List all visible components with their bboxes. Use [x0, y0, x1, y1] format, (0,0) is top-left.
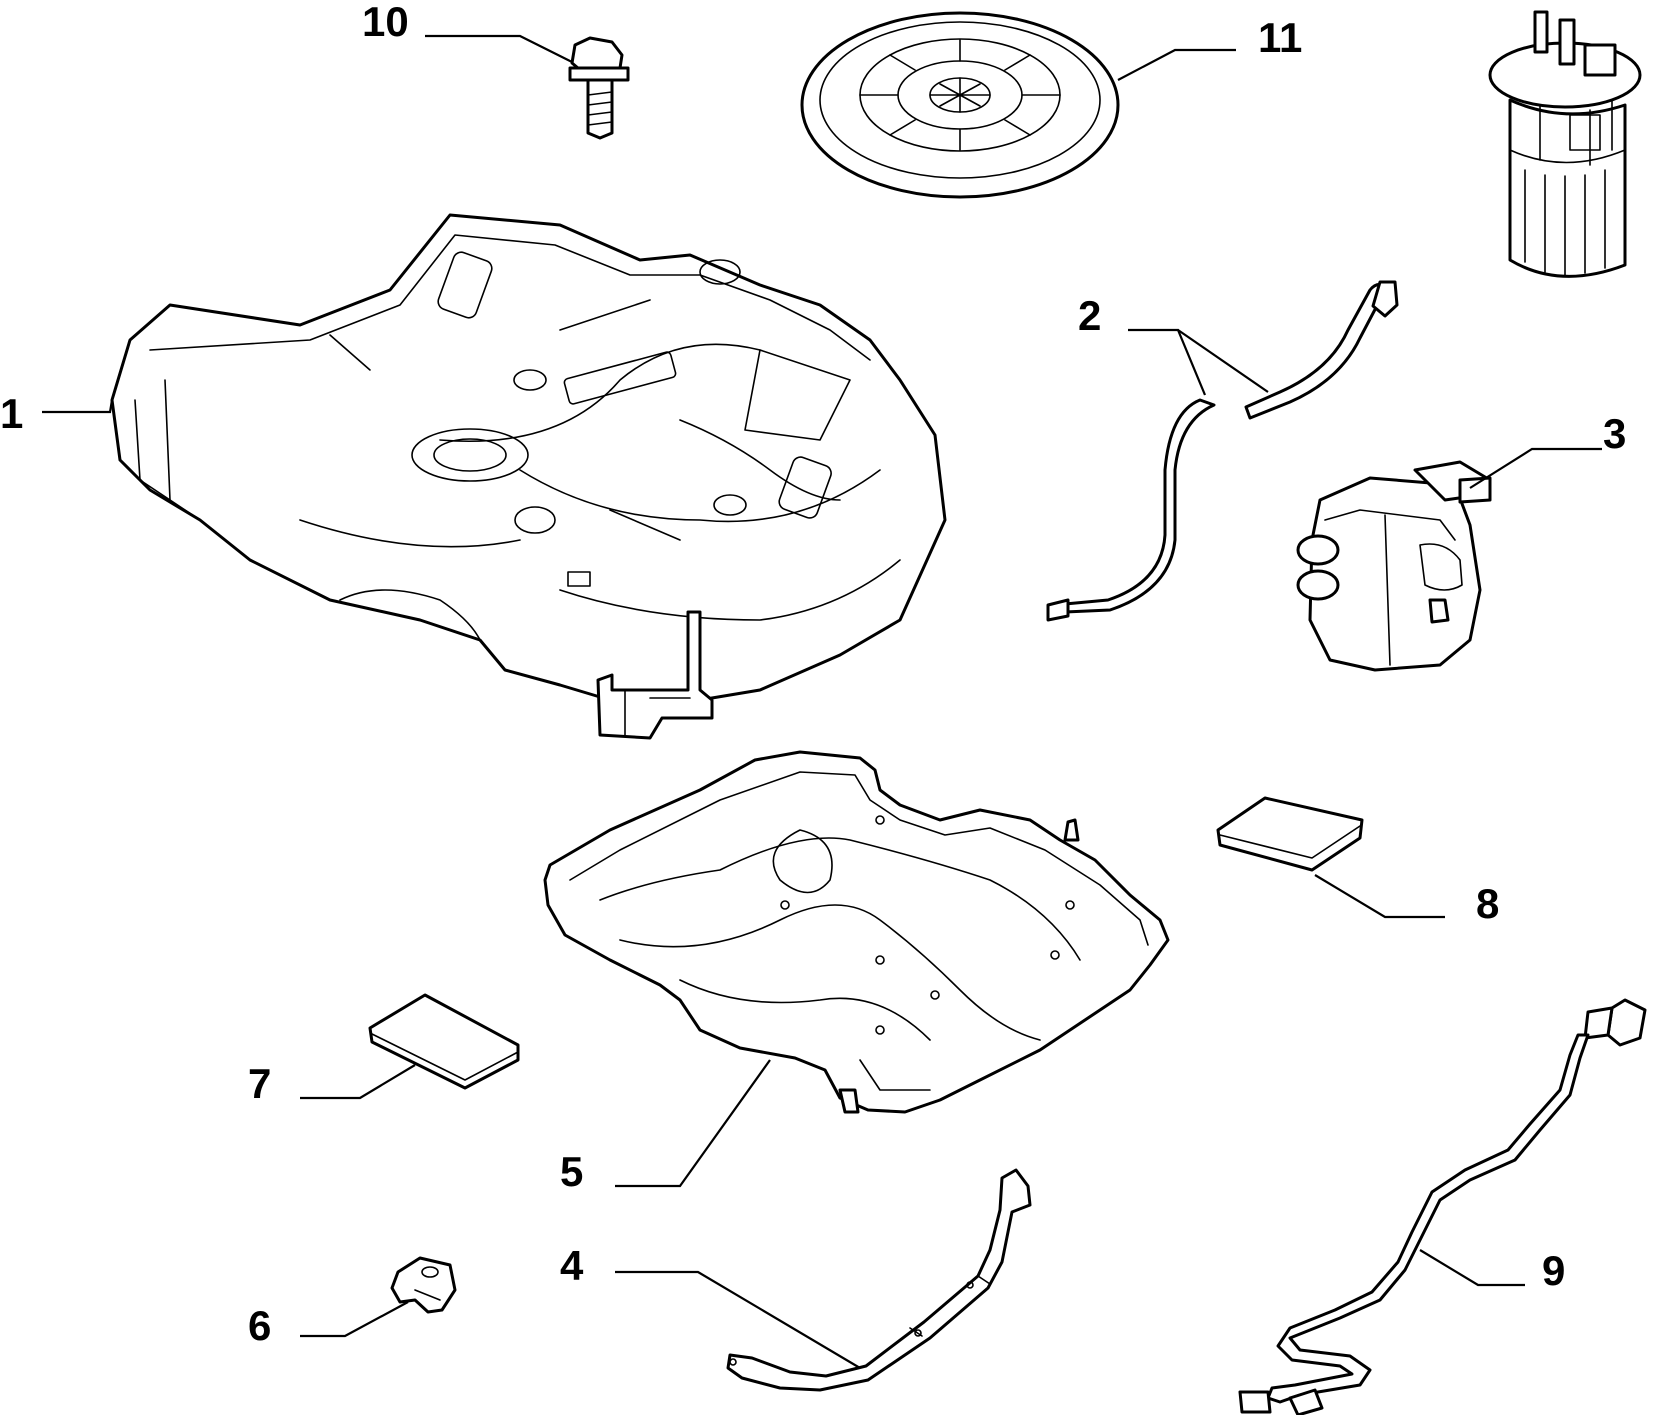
strap-part	[726, 1168, 1032, 1392]
callout-4: 4	[560, 1242, 584, 1289]
leader-8	[1314, 874, 1445, 919]
leader-2b	[1177, 329, 1269, 393]
callout-10: 10	[362, 0, 409, 45]
callout-5: 5	[560, 1148, 583, 1195]
leader-3	[1469, 447, 1602, 489]
pad-right-part	[1216, 796, 1364, 872]
access-cover-part	[800, 11, 1120, 199]
wire-harness-part	[1238, 998, 1647, 1415]
callout-9: 9	[1542, 1247, 1565, 1294]
leader-11	[1117, 48, 1236, 81]
callout-8: 8	[1476, 880, 1499, 927]
callout-11: 11	[1258, 14, 1302, 61]
leader-5	[615, 1059, 771, 1188]
canister-part	[1296, 460, 1492, 672]
callout-7: 7	[248, 1060, 271, 1107]
fuel-tank-part	[110, 213, 947, 740]
leader-1	[42, 399, 114, 414]
callout-1: 1	[0, 390, 23, 437]
callout-6: 6	[248, 1302, 271, 1349]
callout-3: 3	[1603, 410, 1626, 457]
leader-7	[300, 1064, 416, 1100]
callout-2: 2	[1078, 292, 1101, 339]
leader-6	[300, 1301, 409, 1338]
pad-left-part	[368, 993, 520, 1090]
leader-10	[425, 34, 573, 63]
clip-part	[390, 1256, 457, 1314]
bolt-part	[568, 36, 630, 140]
leader-9	[1419, 1249, 1525, 1287]
leader-4	[615, 1270, 861, 1369]
leader-lines	[42, 34, 1602, 1369]
shield-tray-part	[543, 750, 1170, 1114]
fuel-pump-part	[1488, 10, 1642, 278]
hose-pair-part	[1046, 280, 1399, 622]
callout-labels: 1 2 3 4 5 6 7 8 9 10 11	[0, 0, 1626, 1349]
